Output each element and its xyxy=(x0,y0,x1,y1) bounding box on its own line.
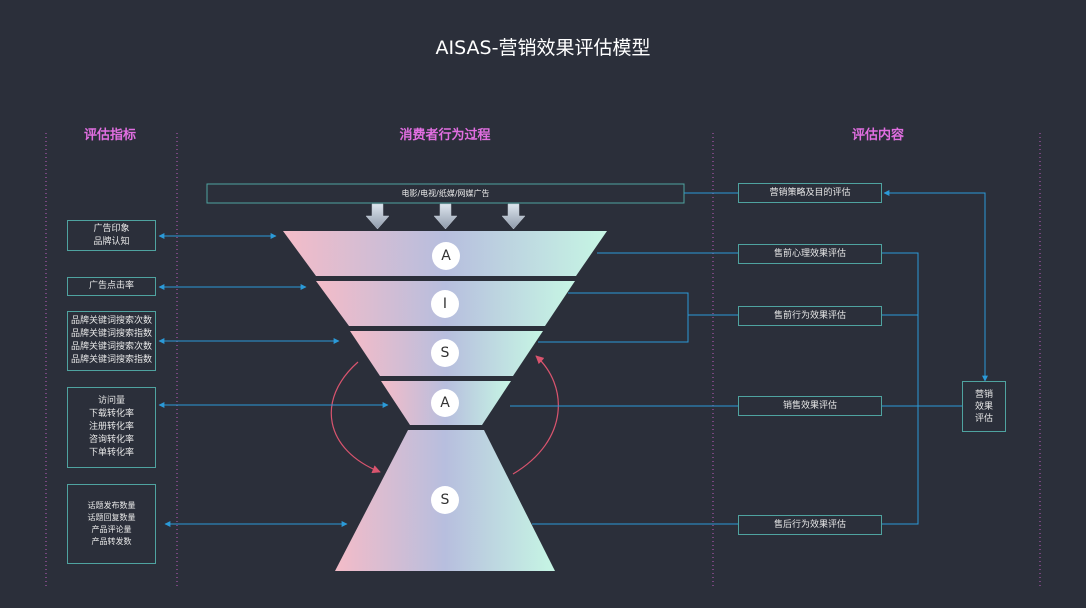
metric-box-conversion: 访问量 下载转化率 注册转化率 咨询转化率 下单转化率 xyxy=(67,387,156,468)
metric-text: 咨询转化率 xyxy=(88,435,134,445)
metric-text: 话题回复数量 xyxy=(87,513,136,522)
metric-text: 下载转化率 xyxy=(88,409,134,419)
eval-box-strategy: 营销策略及目的评估 xyxy=(738,183,882,203)
eval-text: 售前行为效果评估 xyxy=(773,310,846,321)
metric-text: 广告印象 xyxy=(93,223,130,234)
eval-box-post-sale: 售后行为效果评估 xyxy=(738,515,882,535)
metric-box-impression: 广告印象 品牌认知 xyxy=(67,220,156,251)
stage-interest-label: I xyxy=(431,290,459,318)
column-heading-metrics: 评估指标 xyxy=(83,128,136,143)
metric-text: 品牌关键词搜索指数 xyxy=(70,329,152,339)
right-connectors xyxy=(510,190,988,525)
eval-text: 营销策略及目的评估 xyxy=(769,187,851,198)
left-connectors xyxy=(158,233,389,527)
cycle-curve-left xyxy=(330,361,381,474)
eval-text: 销售效果评估 xyxy=(782,400,837,411)
summary-box: 营销 效果 评估 xyxy=(962,381,1006,432)
stage-attention-label: A xyxy=(432,242,460,270)
metric-box-click-rate: 广告点击率 xyxy=(67,277,156,296)
cycle-curve-right xyxy=(512,355,559,475)
metric-box-share: 话题发布数量 话题回复数量 产品评论量 产品转发数 xyxy=(67,484,156,564)
summary-text: 评估 xyxy=(974,413,993,424)
metric-text: 下单转化率 xyxy=(88,448,134,458)
metric-box-search: 品牌关键词搜索次数 品牌关键词搜索指数 品牌关键词搜索次数 品牌关键词搜索指数 xyxy=(67,311,156,371)
metric-text: 品牌关键词搜索指数 xyxy=(70,355,152,365)
media-arrows xyxy=(365,203,526,230)
media-bar: 电影/电视/纸媒/网媒广告 xyxy=(207,184,684,203)
summary-text: 营销 xyxy=(974,389,993,400)
metric-text: 品牌关键词搜索次数 xyxy=(70,316,152,326)
metric-text: 品牌关键词搜索次数 xyxy=(70,342,152,352)
column-heading-evaluation: 评估内容 xyxy=(851,128,904,143)
column-heading-behavior: 消费者行为过程 xyxy=(399,128,491,143)
metric-text: 注册转化率 xyxy=(88,422,134,432)
metric-text: 广告点击率 xyxy=(88,281,134,291)
metric-text: 话题发布数量 xyxy=(87,501,136,510)
metric-text: 访问量 xyxy=(97,396,125,406)
media-bar-label: 电影/电视/纸媒/网媒广告 xyxy=(401,189,490,198)
eval-text: 售前心理效果评估 xyxy=(773,248,846,259)
eval-box-pre-sale-psych: 售前心理效果评估 xyxy=(738,244,882,264)
metric-text: 产品转发数 xyxy=(91,537,132,546)
stage-search-label: S xyxy=(431,339,459,367)
page-title: AISAS-营销效果评估模型 xyxy=(435,37,651,59)
summary-text: 效果 xyxy=(974,401,993,412)
eval-text: 售后行为效果评估 xyxy=(773,519,846,530)
stage-share-label: S xyxy=(431,486,459,514)
stage-action-label: A xyxy=(431,389,459,417)
metric-text: 品牌认知 xyxy=(93,236,130,247)
metric-text: 产品评论量 xyxy=(91,525,132,534)
eval-box-pre-sale-behavior: 售前行为效果评估 xyxy=(738,306,882,326)
eval-box-sales: 销售效果评估 xyxy=(738,396,882,416)
